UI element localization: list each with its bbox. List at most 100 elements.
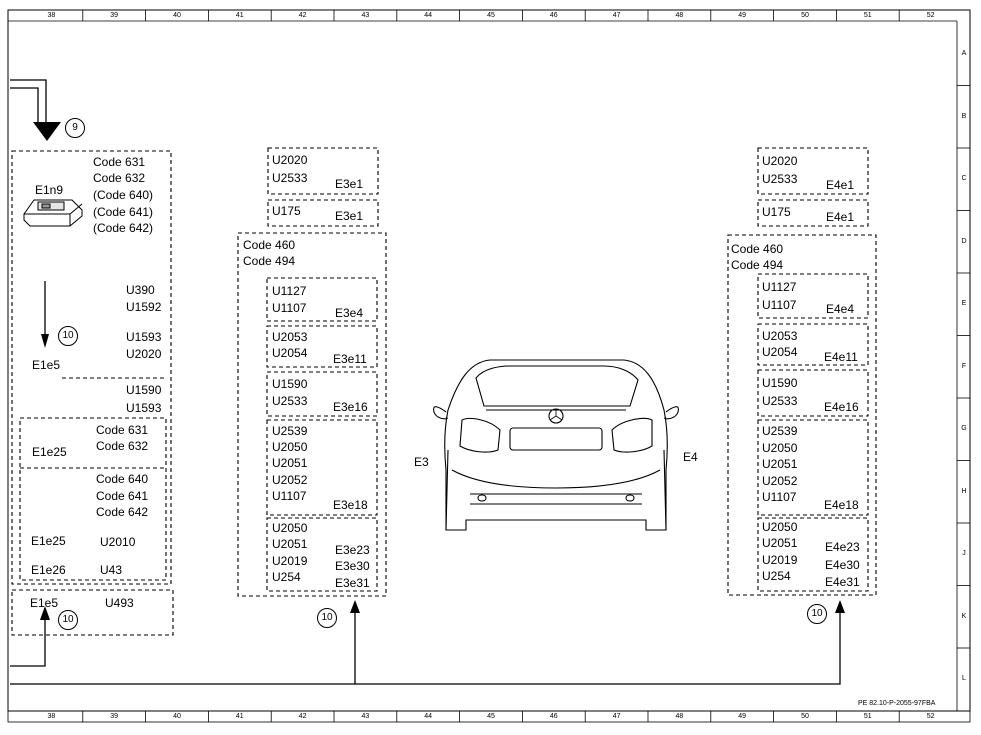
e1e5-label: E1e5	[32, 358, 61, 372]
e4e4-code-2: U1107	[762, 298, 797, 312]
column-tick-49: 49	[738, 12, 747, 19]
e3e16-code-1: U1590	[272, 377, 308, 391]
e1e26-label: E1e26	[31, 563, 66, 577]
marker-10-e3: 10	[317, 608, 337, 628]
column-tick-bottom-49: 49	[738, 713, 747, 720]
e3e18-code-2: U2050	[272, 440, 308, 454]
box-e3-group	[237, 232, 387, 597]
column-tick-bottom-40: 40	[173, 713, 181, 720]
e3e18-code-4: U2052	[272, 473, 308, 487]
box-e3e11	[266, 325, 378, 368]
e3e18-code-5: U1107	[272, 489, 307, 503]
e1n9-label: E1n9	[35, 183, 64, 197]
column-tick-bottom-52: 52	[926, 713, 935, 720]
return-line-left	[10, 618, 46, 667]
marker-10-bottom-left: 10	[58, 610, 78, 630]
e4e1-label: E4e1	[826, 178, 855, 192]
e4e23-code-3: U2019	[762, 553, 798, 567]
column-tick-47: 47	[612, 12, 621, 19]
e4e18-code-3: U2051	[762, 457, 798, 471]
e1e25b-value: U2010	[100, 535, 136, 549]
u-mid-1: U1590	[126, 383, 162, 397]
e3e16-label: E3e16	[333, 400, 368, 414]
e3e18-code-1: U2539	[272, 424, 308, 438]
e4e1-code-2: U2533	[762, 172, 798, 186]
column-ticks	[82, 10, 900, 722]
marker-9: 9	[65, 118, 85, 138]
column-tick-40: 40	[173, 12, 181, 19]
e3e1-label: E3e1	[335, 177, 364, 191]
e1e25b-code-3: Code 642	[96, 505, 149, 519]
e4e16-code-2: U2533	[762, 394, 798, 408]
e3e1b-code-1: U175	[272, 204, 301, 218]
column-tick-45: 45	[487, 12, 495, 19]
column-tick-38: 38	[47, 12, 56, 19]
e4e23-label: E4e23	[825, 540, 860, 554]
e1e25a-code-2: Code 632	[96, 439, 149, 453]
column-tick-bottom-51: 51	[863, 713, 872, 720]
column-tick-bottom-45: 45	[487, 713, 495, 720]
box-e3e18	[266, 419, 378, 516]
e1e5-code-3: U1593	[126, 330, 162, 344]
row-tick-F: F	[961, 362, 967, 370]
row-tick-K: K	[961, 612, 967, 620]
arrow-e1e5-bottom-head	[40, 606, 50, 620]
e3e11-code-2: U2054	[272, 346, 308, 360]
e1n9-code-5: (Code 642)	[93, 221, 154, 235]
e1e5-code-1: U390	[126, 283, 155, 297]
marker-10-left: 10	[58, 326, 78, 346]
e3e23-code-4: U254	[272, 570, 301, 584]
e4e18-code-2: U2050	[762, 441, 798, 455]
flow-lines	[10, 79, 841, 685]
column-tick-51: 51	[863, 12, 872, 19]
arrow-e3-head	[350, 600, 360, 613]
box-e3e1	[267, 147, 379, 195]
column-tick-39: 39	[110, 12, 119, 19]
row-tick-L: L	[962, 675, 966, 683]
e1e5b-label: E1e5	[30, 596, 59, 610]
row-ticks	[957, 85, 970, 649]
column-tick-41: 41	[235, 12, 244, 19]
e3e23-code-2: U2051	[272, 537, 308, 551]
e3e11-label: E3e11	[333, 352, 367, 366]
e3-boxes	[237, 147, 387, 597]
row-tick-J: J	[962, 550, 966, 558]
column-tick-46: 46	[549, 12, 558, 19]
e3e4-label: E3e4	[335, 306, 364, 320]
e3e30-label: E3e30	[335, 559, 370, 573]
row-tick-E: E	[961, 300, 967, 308]
e1e5-code-4: U2020	[126, 347, 162, 361]
e1n9-code-2: Code 632	[93, 171, 146, 185]
e4e18-code-1: U2539	[762, 424, 798, 438]
row-tick-G: G	[961, 425, 967, 433]
e3-group-code-2: Code 494	[243, 254, 296, 268]
e1n9-code-4: (Code 641)	[93, 205, 154, 219]
e4-boxes	[727, 147, 877, 596]
column-tick-52: 52	[926, 12, 935, 19]
arrow-heads	[33, 122, 845, 620]
e1e25b-code-1: Code 640	[96, 472, 149, 486]
e4e11-label: E4e11	[824, 350, 858, 364]
column-tick-44: 44	[424, 12, 433, 19]
box-e4e16	[757, 369, 869, 417]
column-tick-bottom-46: 46	[549, 713, 558, 720]
e3e1-code-1: U2020	[272, 153, 308, 167]
e3-group-code-1: Code 460	[243, 238, 296, 252]
row-tick-C: C	[961, 175, 967, 183]
e4e16-label: E4e16	[824, 400, 859, 414]
input-line-inner	[10, 87, 39, 124]
e3e1b-label: E3e1	[335, 209, 364, 223]
e1n9-code-1: Code 631	[93, 155, 146, 169]
e3e23-label: E3e23	[335, 543, 370, 557]
box-e4-group	[727, 234, 877, 596]
e4e1b-code-1: U175	[762, 205, 791, 219]
column-tick-bottom-41: 41	[235, 713, 244, 720]
vehicle-rear-view	[433, 359, 679, 531]
e4e18-code-4: U2052	[762, 474, 798, 488]
e4e1-code-1: U2020	[762, 154, 798, 168]
column-tick-48: 48	[675, 12, 684, 19]
column-tick-bottom-50: 50	[801, 713, 809, 720]
e3e1-code-2: U2533	[272, 171, 308, 185]
box-e4e1	[757, 147, 869, 195]
row-tick-D: D	[961, 237, 967, 245]
